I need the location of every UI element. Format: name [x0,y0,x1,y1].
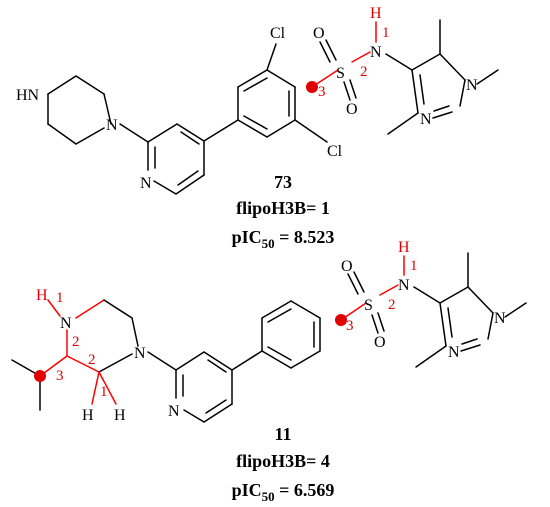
methyl-bot-73 [387,112,419,135]
marker-iso-3-11: 3 [56,368,64,384]
piperazine-ring-73 [47,75,112,145]
bond-biaryl-73 [203,119,239,142]
highlight-dot-73 [306,81,318,93]
pyridine-ring-11 [175,351,233,423]
marker-3-73: 3 [318,84,326,100]
marker-sulf-3-11: 3 [346,318,354,334]
atom-cl-top-73: Cl [270,25,286,42]
pyrazole-ring-73 [411,53,466,119]
flipo-label-11: flipoH3B= 4 [236,451,330,471]
atom-h1-11: H [82,407,94,424]
atom-o1-73: O [313,25,325,42]
pyrazole-ring-11 [439,286,494,352]
methyl-n-11 [504,302,527,318]
marker-sulf-1-11: 1 [410,258,418,274]
highlight-dot-sulf-11 [335,314,347,326]
bond-cl-top-73 [266,43,277,71]
compound-id-73: 73 [274,172,292,192]
pic50-label-11: pIC50 = 6.569 [232,480,335,504]
atom-h-sulf-11: H [398,239,410,256]
bond-s-o2-73 [343,81,351,101]
pyridine-ring-73 [147,123,205,195]
compound-73: HN N N Cl Cl S O O N H N N 1 2 3 73 flip… [16,5,499,251]
atom-h-pip-11: H [36,287,48,304]
bond-n-pz-73 [385,53,413,71]
bond-biaryl-11 [231,350,263,371]
bond-pip-pyr-11 [147,351,177,371]
marker-ch-2-11: 2 [88,352,96,368]
atom-s-11: S [364,297,373,314]
bond-s-n-11 [379,284,399,296]
bond-s-o1-11 [347,273,359,295]
atom-n-pyr-73: N [140,175,152,192]
atom-n-sulf-11: N [398,277,410,294]
atom-n-pz1-73: N [466,77,478,94]
atom-n-pz2-11: N [448,344,460,361]
bond-s-n-73 [351,51,371,63]
marker-2-73: 2 [360,64,368,80]
atom-h2-11: H [114,407,126,424]
compound-11: H N N N H H S O O N H N N 1 2 3 2 1 1 2 … [11,239,527,504]
atom-o2-73: O [346,101,358,118]
bond-pip-nh-11 [47,299,61,317]
atom-n-pz1-11: N [494,310,506,327]
highlight-dot-iso-11 [34,370,46,382]
atom-n-pip-bot-11: N [134,345,146,362]
atom-o1-11: O [341,258,353,275]
atom-n-sulf-73: N [370,44,382,61]
atom-h-sulf-73: H [370,5,382,22]
bond-cl-bot-73 [294,119,328,143]
atom-n-pip-73: N [106,117,118,134]
methyl-n-73 [476,69,499,85]
atom-hn-73: HN [16,87,40,104]
flipo-label-73: flipoH3B= 1 [236,198,330,218]
bond-s-o2-11 [371,314,379,334]
pic50-label-73: pIC50 = 8.523 [232,227,335,251]
marker-pip-1-11: 1 [56,290,64,306]
bond-ch-h1-11 [91,371,100,405]
atom-s-73: S [336,65,345,82]
bond-s-o1-73 [319,41,331,63]
marker-pip-2-11: 2 [72,334,80,350]
atom-n-pyr-11: N [168,403,180,420]
methyl-bot-11 [415,345,447,368]
marker-ch-1-11: 1 [100,384,108,400]
phenyl-ring-73 [237,69,296,138]
piperazine-ring-11 [66,299,139,373]
bond-ch-h2-11 [98,371,117,405]
marker-1-73: 1 [382,25,390,41]
atom-o2-11: O [374,334,386,351]
atom-n-pz2-73: N [420,111,432,128]
bond-n-pz-11 [413,286,441,304]
marker-sulf-2-11: 2 [388,297,396,313]
atom-cl-bot-73: Cl [327,143,343,160]
atom-n-pip-top-11: N [60,315,72,332]
bond-pip-pyr-73 [119,123,149,143]
compound-id-11: 11 [274,424,291,444]
phenyl-ring-11 [261,300,321,369]
